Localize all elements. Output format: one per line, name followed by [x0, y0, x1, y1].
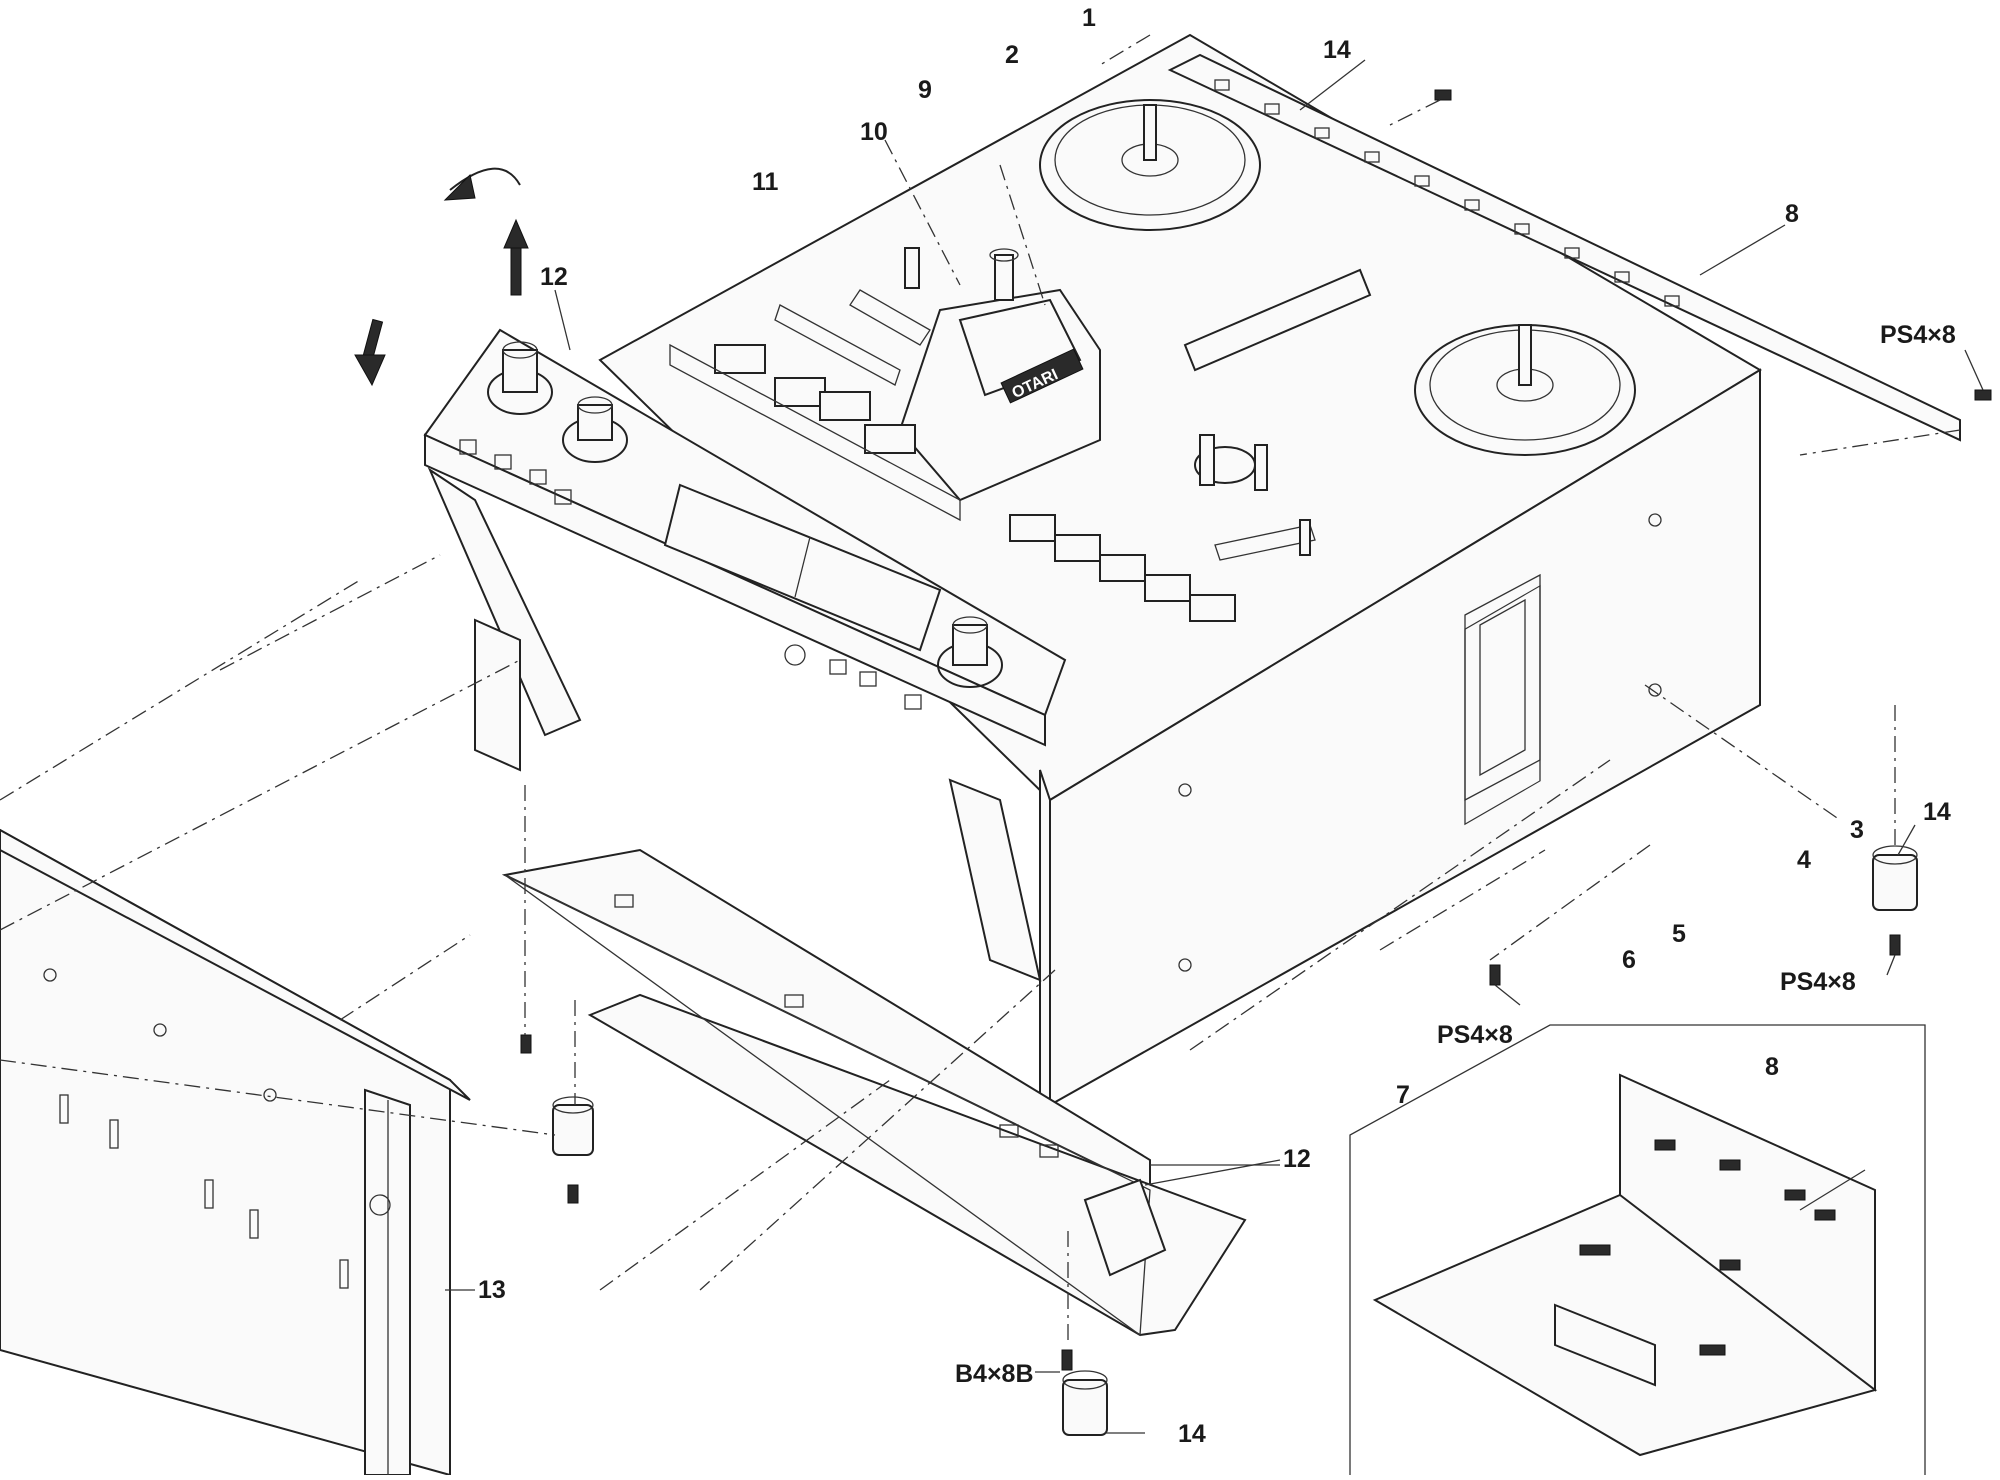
takeup-reel [1414, 324, 1636, 456]
label-3: 3 [1850, 816, 1864, 844]
knob-left [487, 341, 553, 415]
label-14-right: 14 [1923, 798, 1951, 826]
label-b4: B4×8B [955, 1360, 1034, 1388]
label-5: 5 [1672, 920, 1686, 948]
assembly-lines [0, 34, 1961, 1340]
foot-left [520, 1034, 594, 1204]
label-13: 13 [478, 1276, 506, 1304]
foot-right [1434, 89, 1992, 986]
label-11: 11 [752, 168, 779, 196]
panel-brackets [427, 467, 1042, 982]
foot-bottom [1061, 1349, 1108, 1436]
inset-detail-box [1349, 1024, 1926, 1475]
transport-buttons [669, 247, 1236, 622]
label-4: 4 [1797, 846, 1811, 874]
base-rail [501, 848, 1247, 1337]
knob-right [937, 616, 1003, 688]
label-14-top: 14 [1323, 36, 1351, 64]
label-2: 2 [1005, 41, 1019, 69]
label-6: 6 [1622, 946, 1636, 974]
label-1: 1 [1082, 4, 1096, 32]
label-10: 10 [860, 118, 888, 146]
label-ps-right: PS4×8 [1780, 968, 1856, 996]
left-side-panel [0, 828, 471, 1477]
part-labels: 1 2 9 10 11 12 14 8 PS4×8 3 14 4 5 6 PS4… [478, 4, 1956, 1448]
label-12-top: 12 [540, 263, 568, 291]
head-block: OTARI [898, 248, 1372, 561]
supply-reel [1039, 99, 1261, 231]
knob-middle [562, 396, 628, 463]
label-8-inset: 8 [1765, 1053, 1779, 1081]
label-9: 9 [918, 76, 932, 104]
rear-vent-teeth [1214, 79, 1680, 307]
label-8-top: 8 [1785, 200, 1799, 228]
leader-lines [445, 59, 1984, 1434]
arrow-icons [354, 167, 529, 387]
label-ps-center: PS4×8 [1437, 1021, 1513, 1049]
label-14-bottom: 14 [1178, 1420, 1206, 1448]
label-ps-top: PS4×8 [1880, 321, 1956, 349]
front-panel [423, 328, 1067, 747]
label-12-bottom: 12 [1283, 1145, 1311, 1173]
label-7: 7 [1396, 1081, 1410, 1109]
